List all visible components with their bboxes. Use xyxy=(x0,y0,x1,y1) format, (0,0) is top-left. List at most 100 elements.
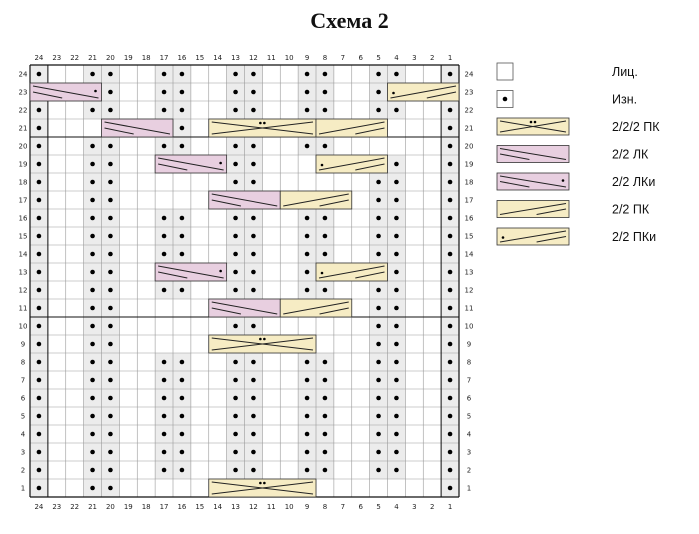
cable-stroke xyxy=(499,175,567,188)
column-number-top: 10 xyxy=(285,54,294,62)
purl-stitch xyxy=(322,413,328,419)
purl-stitch xyxy=(108,143,113,149)
purl-stitch xyxy=(90,161,95,167)
purl-stitch xyxy=(36,485,42,491)
purl-stitch xyxy=(90,107,95,113)
purl-stitch xyxy=(251,161,256,167)
cable-symbol xyxy=(29,82,102,102)
purl-stitch xyxy=(376,107,381,113)
purl-stitch xyxy=(322,215,328,221)
cable-symbol xyxy=(154,154,228,174)
purl-stitch xyxy=(394,251,399,257)
cable-stroke xyxy=(536,208,567,215)
purl-stitch xyxy=(161,233,167,239)
row-number-left: 18 xyxy=(19,179,28,187)
column-number-bottom: 23 xyxy=(52,503,61,511)
purl-stitch xyxy=(447,359,453,365)
purl-stitch xyxy=(322,89,328,95)
cable-symbol xyxy=(387,82,460,102)
cable-dot xyxy=(259,481,262,485)
row-number-right: 12 xyxy=(465,287,474,295)
column-number-bottom: 11 xyxy=(267,503,276,511)
cable-stroke xyxy=(283,301,349,315)
cable-stroke xyxy=(390,85,457,99)
purl-stitch xyxy=(233,323,238,329)
purl-stitch xyxy=(108,179,113,185)
row-number-left: 7 xyxy=(21,377,25,385)
purl-stitch xyxy=(179,71,185,77)
purl-stitch xyxy=(447,107,453,113)
purl-stitch xyxy=(447,431,453,437)
purl-stitch xyxy=(36,143,42,149)
purl-stitch xyxy=(36,197,42,203)
purl-stitch xyxy=(161,251,167,257)
row-number-right: 9 xyxy=(467,341,471,349)
cable-stroke xyxy=(499,181,530,188)
cable-dot xyxy=(94,89,97,93)
purl-stitch xyxy=(108,89,113,95)
purl-stitch xyxy=(304,395,310,401)
purl-stitch xyxy=(108,485,113,491)
purl-stitch xyxy=(90,143,95,149)
purl-stitch xyxy=(36,161,42,167)
purl-stitch xyxy=(322,359,328,365)
column-number-top: 6 xyxy=(358,54,363,62)
purl-stitch xyxy=(90,485,95,491)
purl-stitch xyxy=(108,341,113,347)
column-number-bottom: 2 xyxy=(430,503,434,511)
purl-stitch xyxy=(376,341,381,347)
purl-stitch xyxy=(36,179,42,185)
cable-stroke xyxy=(318,157,385,171)
cable-stroke xyxy=(211,337,314,351)
purl-stitch xyxy=(36,287,42,293)
column-number-top: 23 xyxy=(52,54,61,62)
purl-stitch xyxy=(304,359,310,365)
cable-dot xyxy=(263,121,266,125)
purl-stitch xyxy=(90,197,95,203)
row-number-left: 10 xyxy=(19,323,28,331)
column-number-top: 12 xyxy=(249,54,258,62)
column-number-bottom: 24 xyxy=(34,503,43,511)
column-number-bottom: 5 xyxy=(376,503,380,511)
row-number-left: 5 xyxy=(21,413,25,421)
row-number-left: 21 xyxy=(19,125,28,133)
purl-stitch xyxy=(108,377,113,383)
purl-dot xyxy=(502,96,508,102)
purl-stitch xyxy=(322,467,328,473)
purl-stitch xyxy=(322,143,328,149)
purl-stitch xyxy=(251,467,256,473)
row-number-right: 17 xyxy=(465,197,474,205)
purl-stitch xyxy=(394,359,399,365)
purl-stitch xyxy=(90,323,95,329)
purl-stitch xyxy=(108,395,113,401)
purl-stitch xyxy=(108,233,113,239)
purl-stitch xyxy=(376,395,381,401)
row-number-left: 11 xyxy=(19,305,28,313)
purl-stitch xyxy=(36,341,42,347)
purl-stitch xyxy=(394,233,399,239)
cable-symbol xyxy=(208,334,317,354)
column-number-bottom: 9 xyxy=(305,503,309,511)
legend-label: 2/2 ПКи xyxy=(612,230,656,244)
purl-stitch xyxy=(161,287,167,293)
purl-stitch xyxy=(376,251,381,257)
purl-stitch xyxy=(161,377,167,383)
cable-stroke xyxy=(499,230,567,243)
cable-stroke xyxy=(499,120,567,133)
column-number-top: 14 xyxy=(213,54,222,62)
purl-stitch xyxy=(233,161,238,167)
cable-stroke xyxy=(211,199,242,207)
purl-stitch xyxy=(233,449,238,455)
purl-stitch xyxy=(108,161,113,167)
cable-stroke xyxy=(355,271,385,279)
row-number-left: 20 xyxy=(19,143,28,151)
column-number-bottom: 20 xyxy=(106,503,115,511)
column-number-bottom: 19 xyxy=(124,503,133,511)
cable-stroke xyxy=(104,127,134,135)
row-number-right: 22 xyxy=(465,107,474,115)
purl-stitch xyxy=(161,449,167,455)
cable-symbol xyxy=(208,118,317,138)
purl-stitch xyxy=(108,305,113,311)
purl-stitch xyxy=(179,251,185,257)
purl-stitch xyxy=(304,71,310,77)
